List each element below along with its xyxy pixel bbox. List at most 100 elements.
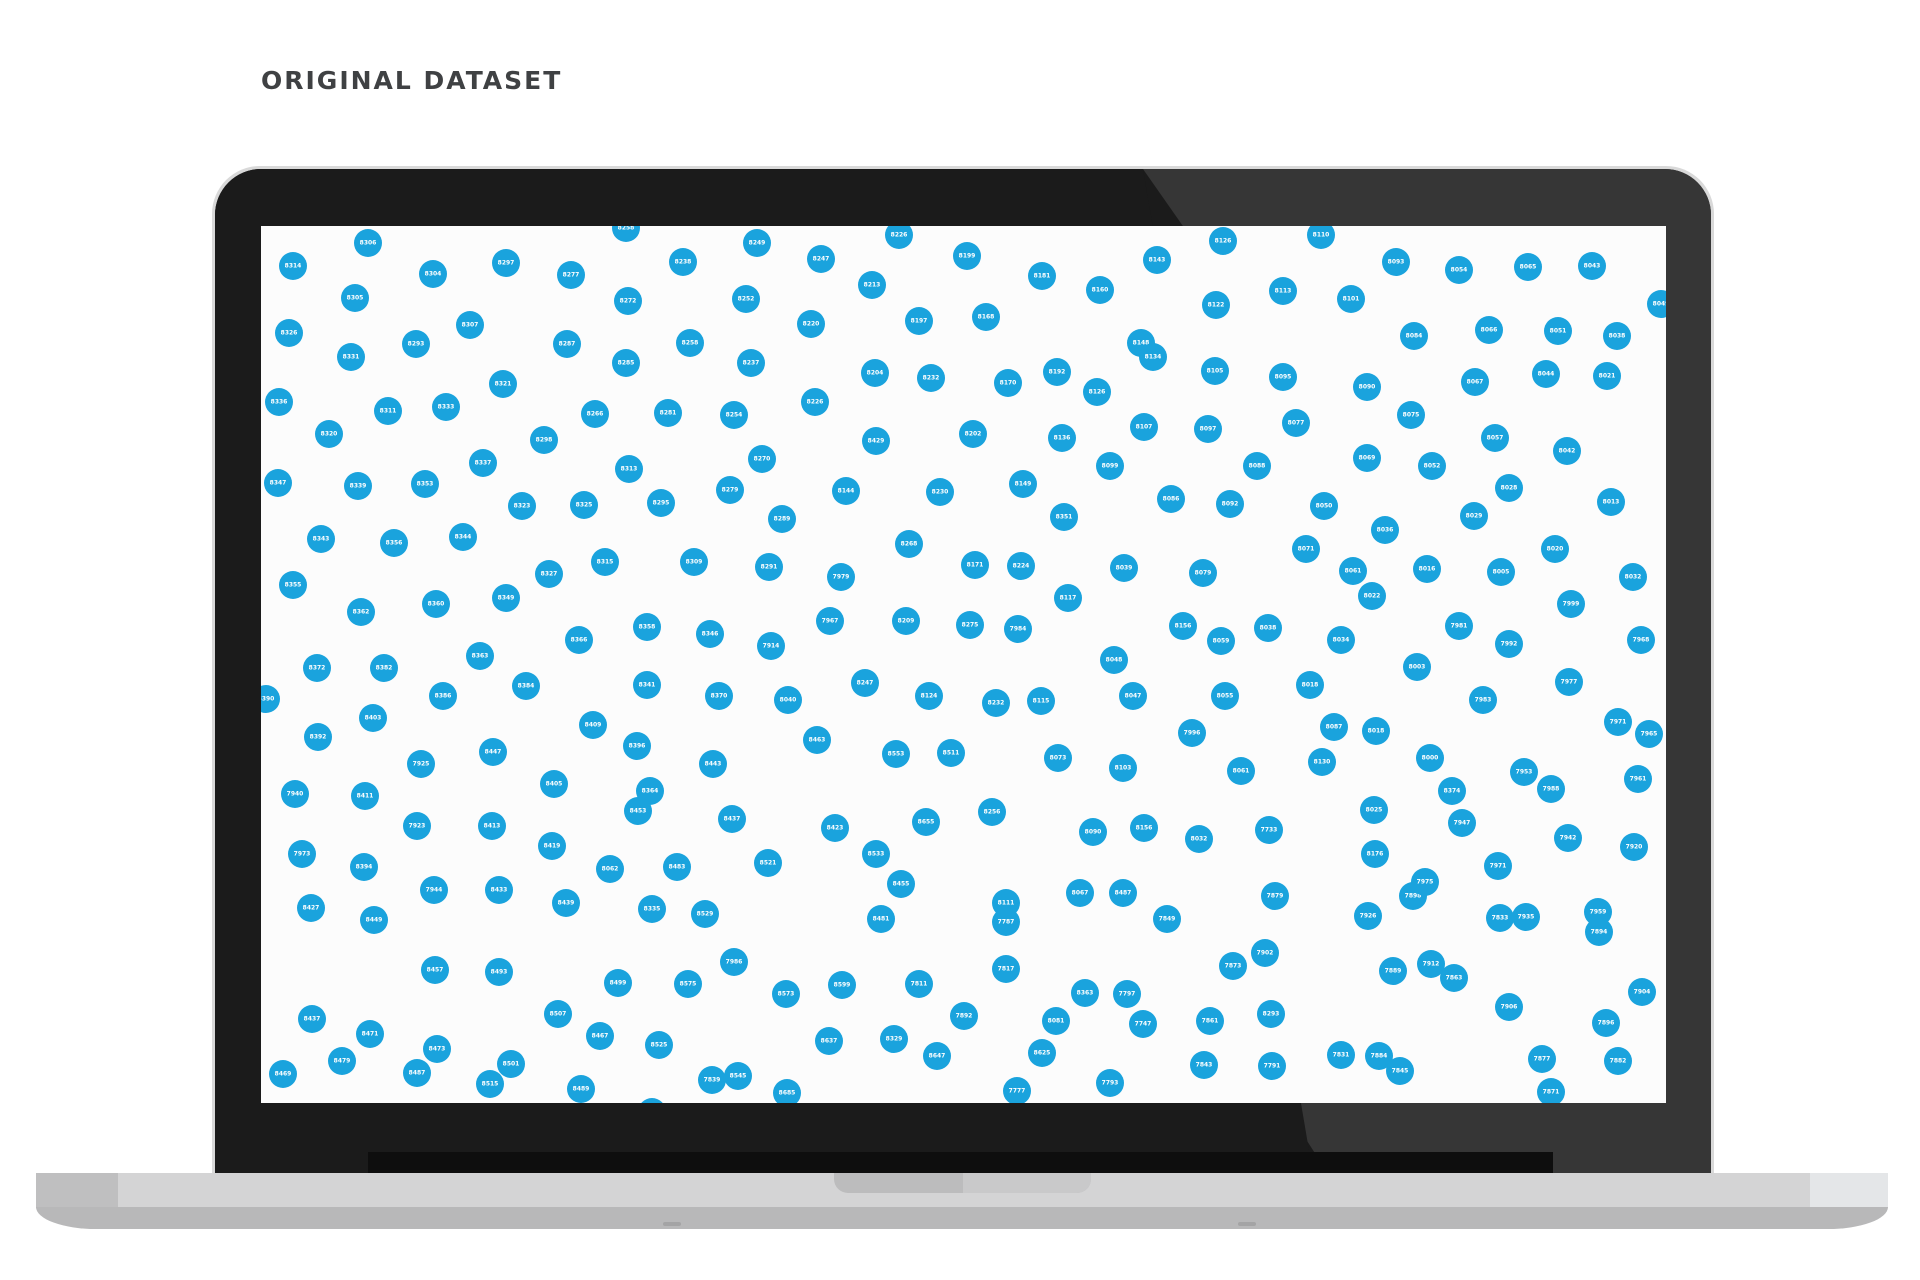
data-point-marker xyxy=(633,671,661,699)
data-point-marker xyxy=(1254,614,1282,642)
data-point-marker xyxy=(956,611,984,639)
data-point: 8099 xyxy=(1096,452,1124,480)
data-point-label: 8457 xyxy=(427,967,444,974)
data-point-label: 7896 xyxy=(1598,1020,1615,1027)
data-point-label: 7849 xyxy=(1159,916,1176,923)
data-point-marker xyxy=(1544,317,1572,345)
data-point-marker xyxy=(1113,980,1141,1008)
data-point-label: 7863 xyxy=(1446,975,1463,982)
data-point-marker xyxy=(978,798,1006,826)
data-point-label: 8051 xyxy=(1550,328,1567,335)
data-point-marker xyxy=(1100,646,1128,674)
data-point: 8038 xyxy=(1603,322,1631,350)
data-point-marker xyxy=(892,607,920,635)
data-point-label: 7845 xyxy=(1392,1068,1409,1075)
data-point-marker xyxy=(1628,978,1656,1006)
data-point-marker xyxy=(1255,816,1283,844)
data-point-label: 8511 xyxy=(943,750,960,757)
data-point-label: 7961 xyxy=(1630,776,1647,783)
data-point: 8197 xyxy=(905,307,933,335)
data-point: 7863 xyxy=(1440,964,1468,992)
data-point-marker xyxy=(1554,824,1582,852)
data-point-label: 8483 xyxy=(669,864,686,871)
data-point-label: 7926 xyxy=(1360,913,1377,920)
data-point-label: 8130 xyxy=(1314,759,1331,766)
data-point-marker xyxy=(1379,957,1407,985)
data-point-marker xyxy=(1269,363,1297,391)
data-point-marker xyxy=(861,359,889,387)
data-point-label: 7797 xyxy=(1119,991,1136,998)
data-point-marker xyxy=(895,530,923,558)
data-point: 8356 xyxy=(380,529,408,557)
data-point: 8326 xyxy=(275,319,303,347)
data-point-label: 8097 xyxy=(1200,426,1217,433)
data-point: 8521 xyxy=(754,849,782,877)
data-point-marker xyxy=(615,455,643,483)
data-point-label: 8122 xyxy=(1208,302,1225,309)
data-point: 8084 xyxy=(1400,322,1428,350)
data-point: 8291 xyxy=(755,553,783,581)
data-point-marker xyxy=(303,654,331,682)
data-point: 8103 xyxy=(1109,754,1137,782)
data-point: 8483 xyxy=(663,853,691,881)
data-point: 7912 xyxy=(1417,950,1445,978)
data-point: 8220 xyxy=(797,310,825,338)
data-point: 7747 xyxy=(1129,1010,1157,1038)
data-point-marker xyxy=(885,226,913,249)
data-point-label: 8335 xyxy=(644,906,661,913)
data-point-label: 8314 xyxy=(285,263,302,270)
data-point-label: 8224 xyxy=(1013,563,1030,570)
data-point: 8077 xyxy=(1282,409,1310,437)
data-point-label: 8032 xyxy=(1191,836,1208,843)
data-point-label: 8489 xyxy=(573,1086,590,1093)
data-point-marker xyxy=(1096,1069,1124,1097)
data-point-label: 8170 xyxy=(1000,380,1017,387)
data-point-marker xyxy=(1597,488,1625,516)
data-point-label: 8107 xyxy=(1136,424,1153,431)
data-point-marker xyxy=(596,855,624,883)
data-point-label: 7981 xyxy=(1451,623,1468,630)
data-point: 8279 xyxy=(716,476,744,504)
data-point-marker xyxy=(544,1000,572,1028)
data-point-marker xyxy=(815,1027,843,1055)
data-point-marker xyxy=(1185,825,1213,853)
data-point: 8309 xyxy=(680,548,708,576)
data-point-marker xyxy=(828,971,856,999)
data-point-label: 8501 xyxy=(503,1061,520,1068)
data-point: 8039 xyxy=(1110,554,1138,582)
data-point: 8202 xyxy=(959,420,987,448)
data-point: 8313 xyxy=(615,455,643,483)
data-point-label: 8038 xyxy=(1609,333,1626,340)
data-point-label: 8000 xyxy=(1422,755,1439,762)
data-point-label: 7733 xyxy=(1261,827,1278,834)
data-point-marker xyxy=(1555,668,1583,696)
data-point-label: 8291 xyxy=(761,564,778,571)
data-point-label: 7892 xyxy=(956,1013,973,1020)
data-point-label: 8067 xyxy=(1072,890,1089,897)
data-point-label: 8463 xyxy=(809,737,826,744)
data-point-marker xyxy=(429,682,457,710)
data-point-label: 7971 xyxy=(1490,863,1507,870)
data-point: 8254 xyxy=(720,401,748,429)
data-point: 7843 xyxy=(1190,1051,1218,1079)
data-point: 8042 xyxy=(1553,437,1581,465)
data-point-label: 8003 xyxy=(1409,664,1426,671)
data-point-label: 8362 xyxy=(353,609,370,616)
data-point-marker xyxy=(1365,1042,1393,1070)
data-point-marker xyxy=(992,908,1020,936)
data-point-marker xyxy=(422,590,450,618)
data-point: 7992 xyxy=(1495,630,1523,658)
data-point-label: 8059 xyxy=(1213,638,1230,645)
data-point-marker xyxy=(275,319,303,347)
data-point-marker xyxy=(773,1079,801,1103)
data-point: 8247 xyxy=(807,245,835,273)
data-point: 8275 xyxy=(956,611,984,639)
data-point: 8396 xyxy=(623,732,651,760)
data-point: 8493 xyxy=(485,958,513,986)
data-point-label: 8013 xyxy=(1603,499,1620,506)
data-point: 7811 xyxy=(905,970,933,998)
data-point-marker xyxy=(1109,754,1137,782)
data-point-marker xyxy=(669,248,697,276)
data-point: 8051 xyxy=(1544,317,1572,345)
data-point-label: 8499 xyxy=(610,980,627,987)
